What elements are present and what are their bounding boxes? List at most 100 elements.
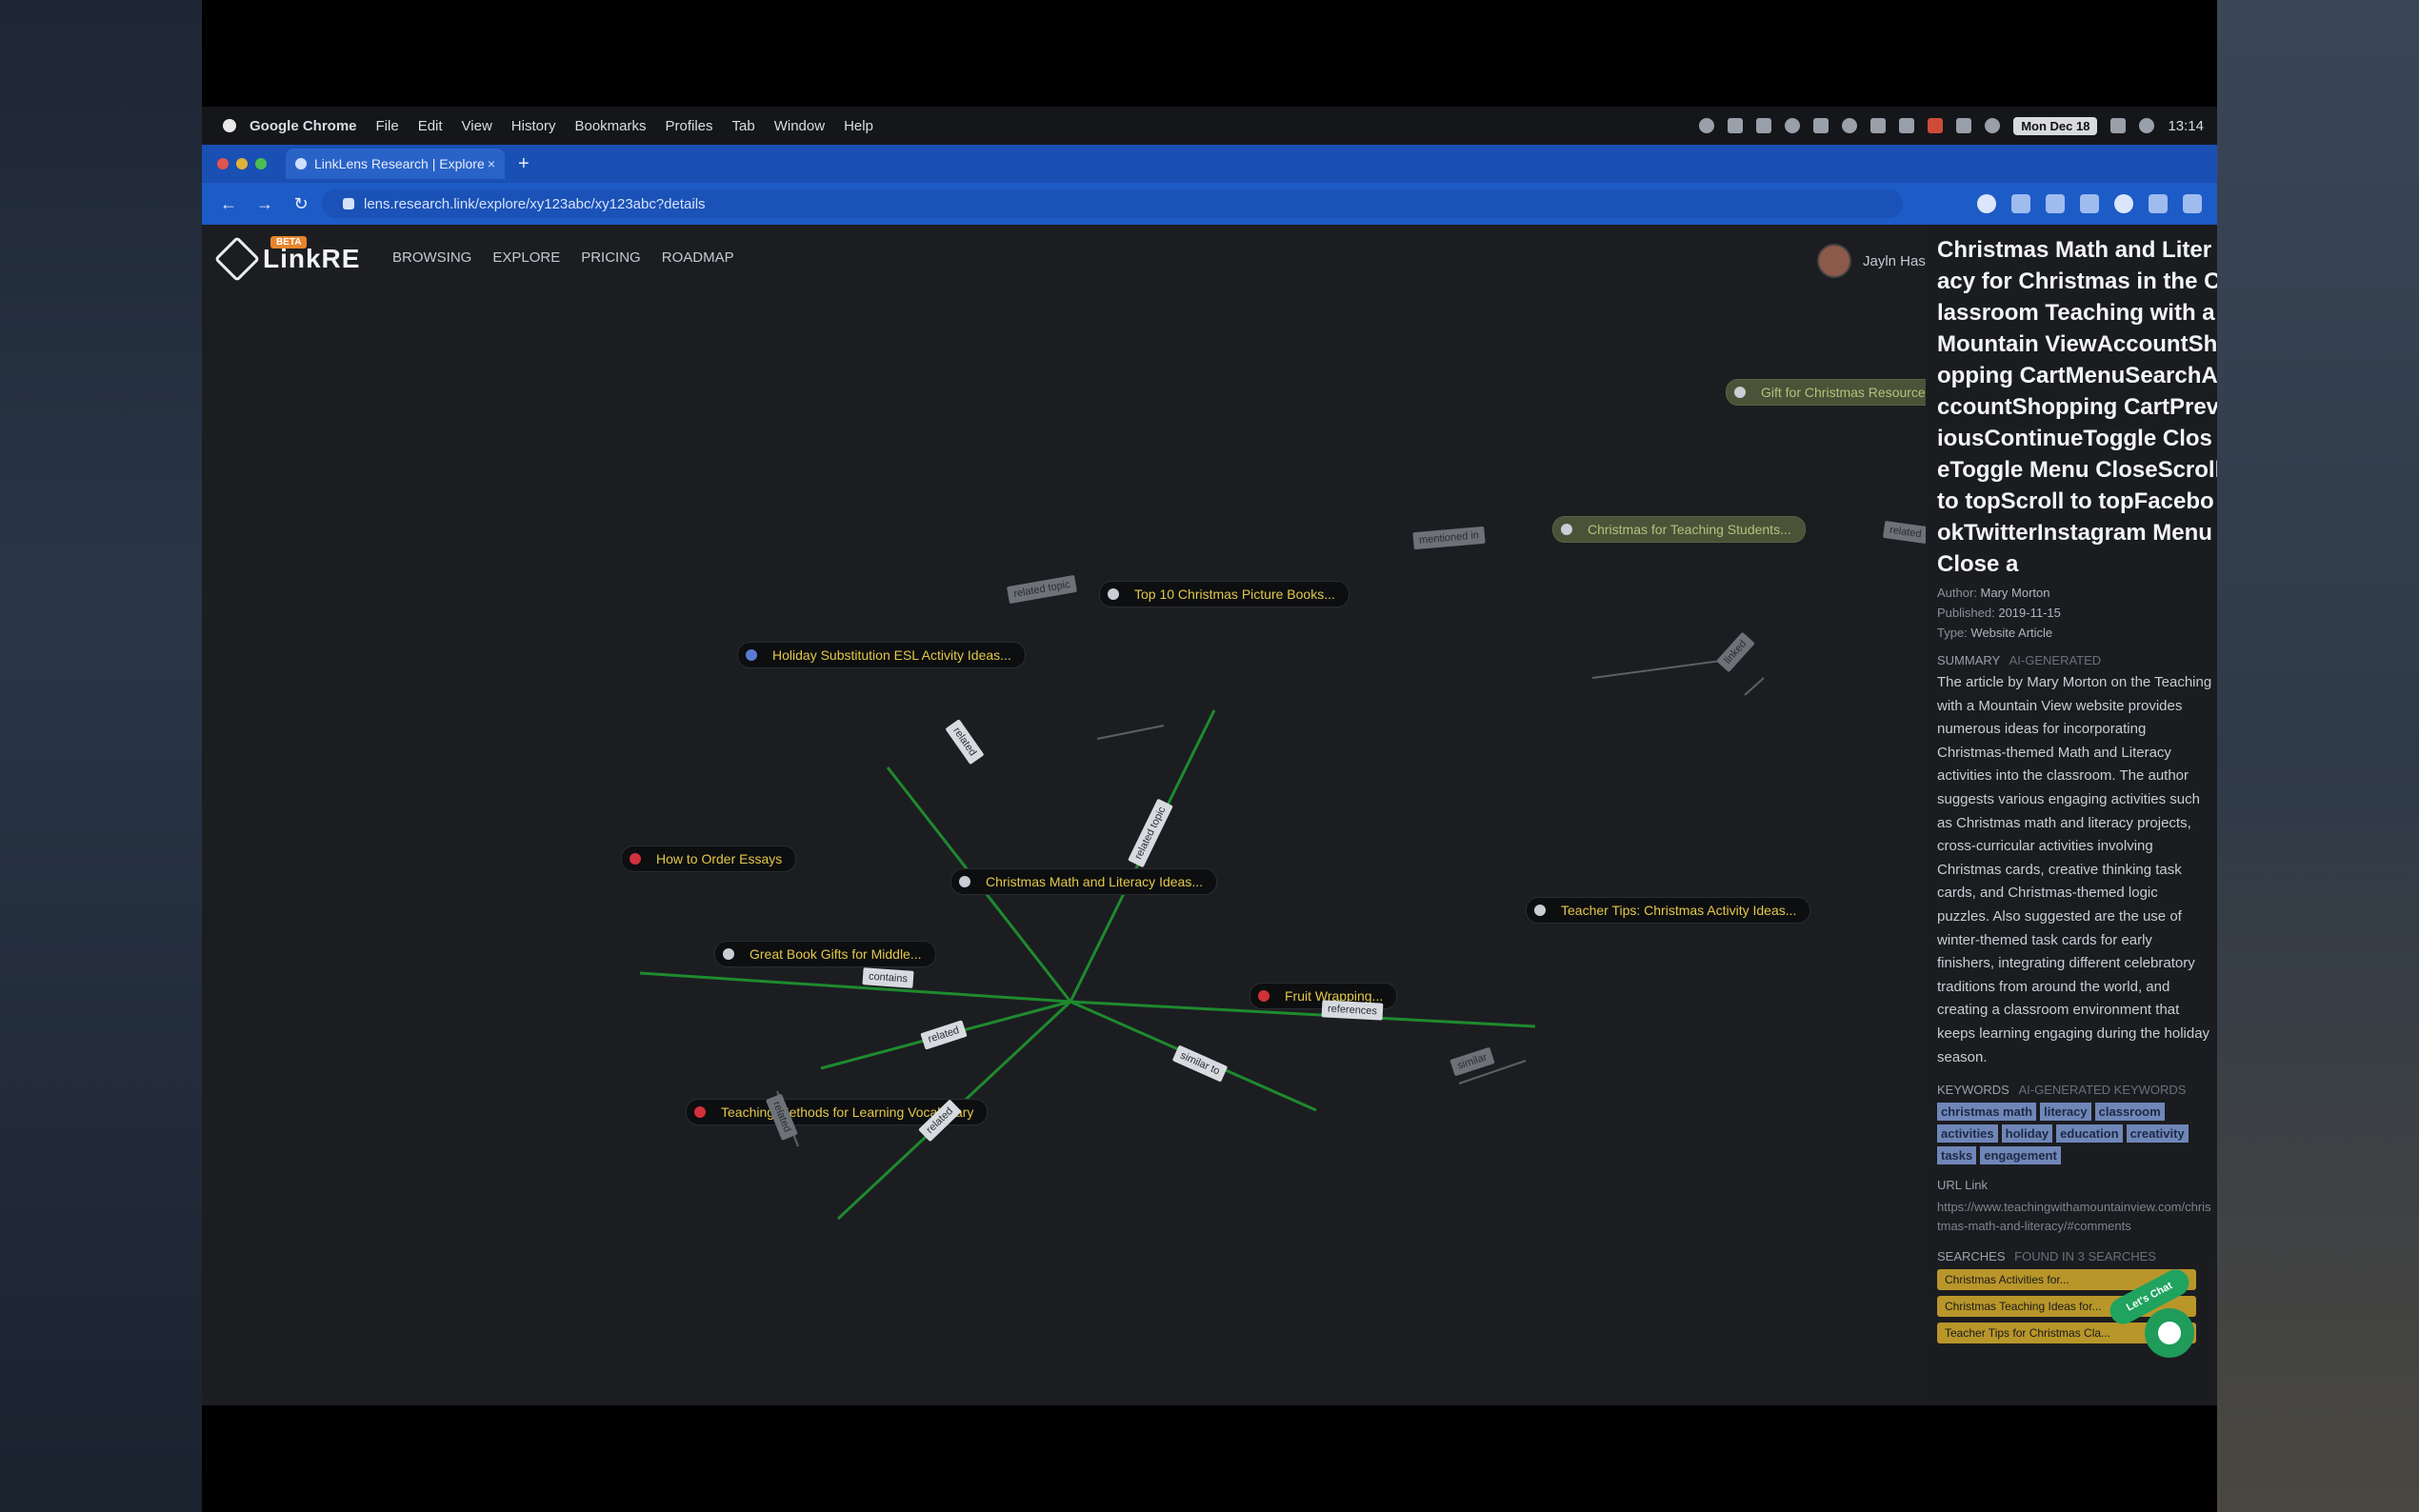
menu-tab[interactable]: Tab: [731, 117, 755, 134]
status-icon[interactable]: [1813, 118, 1829, 133]
keyword-tag[interactable]: christmas math: [1937, 1103, 2037, 1122]
minimize-window-icon[interactable]: [236, 158, 248, 169]
graph-node[interactable]: Top 10 Christmas Picture Books...: [1099, 581, 1349, 607]
meta-key: Author:: [1937, 586, 1977, 600]
node-label: Great Book Gifts for Middle...: [750, 946, 922, 962]
status-icon[interactable]: [1870, 118, 1887, 133]
menu-window[interactable]: Window: [773, 117, 826, 134]
node-dot: [1108, 588, 1119, 600]
url-text[interactable]: lens.research.link/explore/xy123abc/xy12…: [364, 195, 706, 212]
status-icon[interactable]: [1785, 118, 1801, 133]
graph-node-center[interactable]: Christmas Math and Literacy Ideas...: [950, 868, 1217, 895]
menu-file[interactable]: File: [375, 117, 399, 134]
tab-close-icon[interactable]: ×: [487, 156, 495, 171]
apple-icon[interactable]: [223, 119, 236, 132]
section-label: KEYWORDS: [1937, 1083, 2009, 1098]
status-icon[interactable]: [1756, 118, 1772, 133]
status-icon[interactable]: [1842, 118, 1858, 133]
keyword-tag[interactable]: literacy: [2040, 1103, 2091, 1122]
search-source-item[interactable]: Teacher Tips for Christmas Cla...: [1937, 1323, 2196, 1344]
menu-app-name[interactable]: Google Chrome: [250, 117, 357, 134]
reload-icon[interactable]: ↻: [293, 193, 309, 213]
status-icon[interactable]: [1899, 118, 1915, 133]
keyword-tag[interactable]: education: [2056, 1124, 2123, 1144]
forward-icon[interactable]: →: [256, 193, 273, 213]
nav-pricing[interactable]: PRICING: [581, 249, 641, 266]
section-sub: AI-generated: [2009, 653, 2102, 667]
wifi-icon[interactable]: [1985, 118, 2001, 133]
extension-icon[interactable]: [2080, 194, 2099, 213]
graph-edge: [1070, 1000, 1536, 1028]
node-dot: [723, 948, 734, 960]
letterbox-bottom: [202, 1405, 2217, 1512]
keyword-tag[interactable]: holiday: [2001, 1124, 2053, 1144]
battery-icon[interactable]: [1956, 118, 1972, 133]
node-dot: [1534, 905, 1546, 916]
site-info-icon[interactable]: [343, 198, 354, 209]
browser-tab-active[interactable]: LinkLens Research | Explore ×: [286, 149, 505, 179]
menu-history[interactable]: History: [510, 117, 556, 134]
control-center-icon[interactable]: [2110, 118, 2127, 133]
extension-icon[interactable]: [2046, 194, 2065, 213]
menu-help[interactable]: Help: [844, 117, 873, 134]
keyword-tag[interactable]: tasks: [1937, 1146, 1977, 1165]
extension-icon[interactable]: [2011, 194, 2030, 213]
app-viewport: Top 10 Christmas Picture Books... Holida…: [202, 225, 2217, 1405]
source-url-link[interactable]: https://www.teachingwithamountainview.co…: [1937, 1200, 2211, 1234]
date-pill[interactable]: Mon Dec 18: [2013, 116, 2098, 135]
menu-icon[interactable]: [2183, 194, 2202, 213]
keyword-tag[interactable]: classroom: [2094, 1103, 2165, 1122]
keyword-tag[interactable]: creativity: [2126, 1124, 2189, 1144]
chat-button[interactable]: [2145, 1308, 2194, 1358]
keyword-tag[interactable]: engagement: [1980, 1146, 2061, 1165]
profile-icon[interactable]: [1977, 194, 1996, 213]
avatar[interactable]: [1817, 244, 1851, 278]
address-bar[interactable]: lens.research.link/explore/xy123abc/xy12…: [322, 189, 1903, 218]
graph-node[interactable]: Great Book Gifts for Middle...: [714, 941, 936, 967]
record-icon[interactable]: [1928, 118, 1944, 133]
node-label: Gift for Christmas Resources: [1761, 385, 1932, 400]
graph-node[interactable]: Christmas for Teaching Students...: [1552, 516, 1806, 543]
node-dot: [1258, 990, 1269, 1002]
back-icon[interactable]: ←: [220, 193, 237, 213]
extension-icon[interactable]: [2114, 194, 2133, 213]
node-dot: [630, 853, 641, 865]
status-icon[interactable]: [1699, 118, 1715, 133]
zoom-window-icon[interactable]: [255, 158, 267, 169]
knowledge-graph[interactable]: Top 10 Christmas Picture Books... Holida…: [202, 225, 1947, 1405]
new-tab-button[interactable]: +: [518, 152, 530, 174]
node-label: Fruit Wrapping...: [1285, 988, 1384, 1004]
graph-node[interactable]: Gift for Christmas Resources: [1726, 379, 1947, 406]
summary-heading: SUMMARY AI-generated: [1937, 653, 2217, 667]
menu-bookmarks[interactable]: Bookmarks: [574, 117, 647, 134]
extension-icon[interactable]: [2149, 194, 2168, 213]
close-window-icon[interactable]: [217, 158, 229, 169]
node-label: Holiday Substitution ESL Activity Ideas.…: [772, 647, 1011, 663]
user-menu[interactable]: Jayln Has: [1817, 244, 1926, 278]
nav-roadmap[interactable]: ROADMAP: [661, 249, 734, 266]
mac-menubar: Google Chrome File Edit View History Boo…: [202, 107, 2217, 145]
search-icon[interactable]: [2139, 118, 2155, 133]
status-icon[interactable]: [1728, 118, 1744, 133]
graph-node[interactable]: How to Order Essays: [621, 846, 797, 872]
graph-node[interactable]: Holiday Substitution ESL Activity Ideas.…: [737, 642, 1026, 668]
app-logo[interactable]: LinkRE BETA: [213, 235, 360, 283]
keyword-tag[interactable]: activities: [1937, 1124, 1998, 1144]
clock[interactable]: 13:14: [2168, 117, 2204, 134]
graph-edge-faint: [1458, 1060, 1527, 1084]
edge-label: contains: [862, 967, 914, 988]
user-name[interactable]: Jayln Has: [1863, 252, 1926, 269]
menu-edit[interactable]: Edit: [417, 117, 443, 134]
meta-type: Type: Website Article: [1937, 626, 2217, 640]
nav-explore[interactable]: EXPLORE: [492, 249, 561, 266]
menu-profiles[interactable]: Profiles: [665, 117, 713, 134]
search-source-item[interactable]: Christmas Activities for...: [1937, 1269, 2196, 1291]
node-dot: [959, 876, 970, 887]
backdrop-left: [0, 0, 202, 1512]
nav-browsing[interactable]: BROWSING: [392, 249, 472, 266]
graph-node[interactable]: Teacher Tips: Christmas Activity Ideas..…: [1526, 897, 1811, 924]
meta-author: Author: Mary Morton: [1937, 586, 2217, 600]
favicon-icon: [295, 158, 307, 169]
meta-value: 2019-11-15: [1998, 606, 2061, 620]
menu-view[interactable]: View: [461, 117, 492, 134]
